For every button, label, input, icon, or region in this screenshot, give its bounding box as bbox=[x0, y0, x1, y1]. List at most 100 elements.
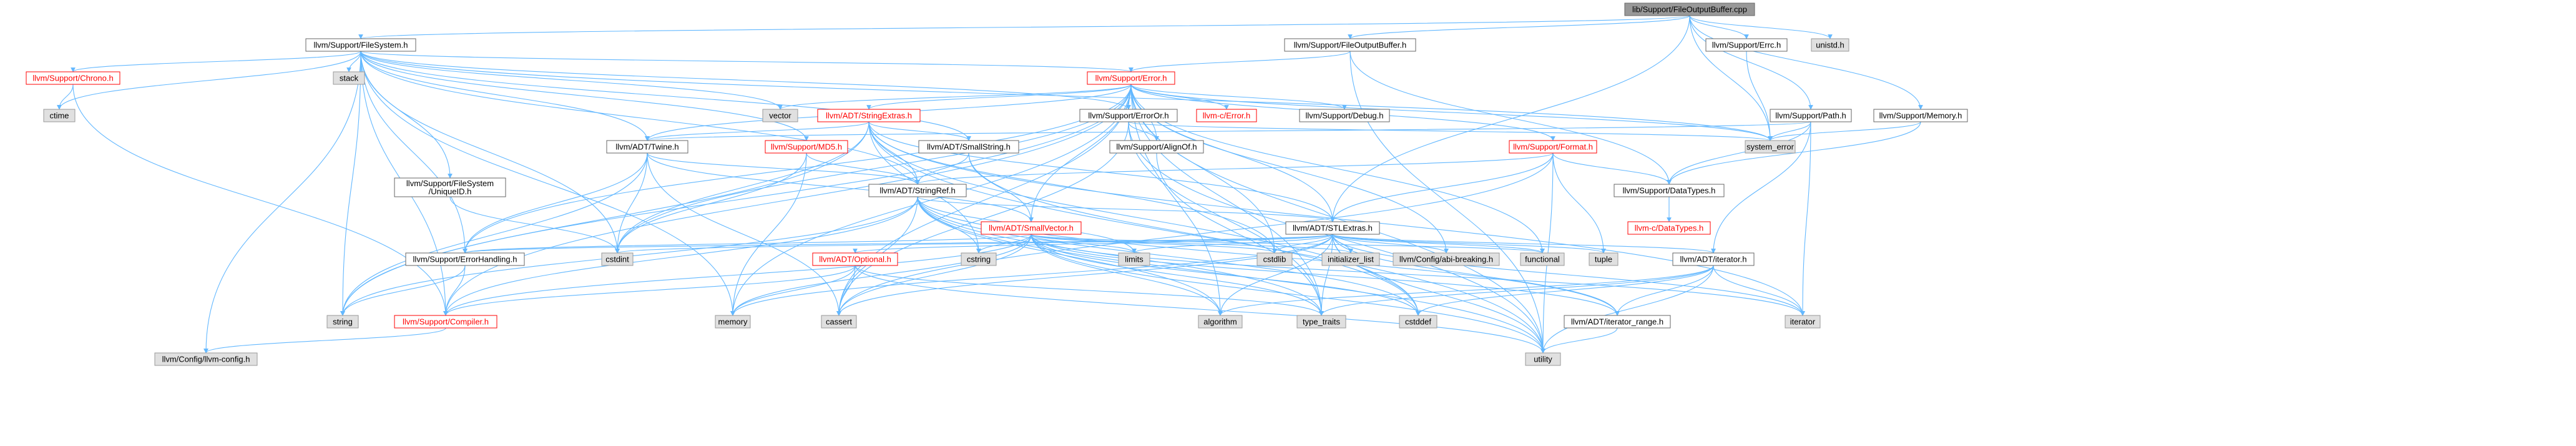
node-cstring[interactable]: cstring bbox=[961, 252, 997, 266]
node-llvm-support-alignof-h[interactable]: llvm/Support/AlignOf.h bbox=[1109, 140, 1204, 154]
node-label: llvm/Support/FileSystem bbox=[406, 179, 494, 188]
node-llvm-adt-stringextras-h[interactable]: llvm/ADT/StringExtras.h bbox=[817, 109, 921, 122]
node-utility[interactable]: utility bbox=[1525, 352, 1561, 366]
node-llvm-adt-iterator-range-h[interactable]: llvm/ADT/iterator_range.h bbox=[1564, 315, 1671, 329]
node-llvm-support-chrono-h[interactable]: llvm/Support/Chrono.h bbox=[26, 71, 120, 85]
node-llvm-support-errc-h[interactable]: llvm/Support/Errc.h bbox=[1705, 38, 1788, 52]
edge-root-to-memory_h bbox=[1689, 15, 1923, 110]
node-box bbox=[26, 71, 120, 85]
node-cstddef[interactable]: cstddef bbox=[1399, 315, 1437, 329]
node-llvm-support-debug-h[interactable]: llvm/Support/Debug.h bbox=[1299, 109, 1390, 122]
node-box bbox=[1614, 184, 1725, 197]
node-llvm-support-filesystem-h[interactable]: llvm/Support/FileSystem.h bbox=[305, 38, 416, 52]
node-llvm-adt-stringref-h[interactable]: llvm/ADT/StringRef.h bbox=[868, 184, 967, 197]
node-label: llvm/ADT/StringExtras.h bbox=[826, 111, 912, 121]
node-string[interactable]: string bbox=[326, 315, 359, 329]
edge-optional-to-memory bbox=[730, 265, 856, 316]
node-label: llvm/Support/Chrono.h bbox=[32, 74, 113, 83]
node-lib-support-fileoutputbuffer-cpp[interactable]: lib/Support/FileOutputBuffer.cpp bbox=[1624, 2, 1755, 16]
node-box bbox=[326, 315, 359, 329]
node-label: unistd.h bbox=[1816, 41, 1844, 50]
node-label: llvm-c/Error.h bbox=[1203, 111, 1251, 121]
node-ctime[interactable]: ctime bbox=[43, 109, 76, 122]
edge-twine-to-stringref bbox=[647, 152, 920, 185]
node-llvm-c-error-h[interactable]: llvm-c/Error.h bbox=[1196, 109, 1257, 122]
edge-optional-to-compiler bbox=[443, 265, 856, 316]
node-cstdlib[interactable]: cstdlib bbox=[1256, 252, 1293, 266]
node-box bbox=[817, 109, 921, 122]
node-box bbox=[1109, 140, 1204, 154]
edge-stlextras-to-cassert bbox=[836, 234, 1333, 316]
node-system-error[interactable]: system_error bbox=[1745, 140, 1796, 154]
node-box bbox=[1284, 38, 1416, 52]
node-box bbox=[601, 252, 634, 266]
node-label: type_traits bbox=[1303, 317, 1340, 327]
node-cstdint[interactable]: cstdint bbox=[601, 252, 634, 266]
edge-format-to-datatypes bbox=[1552, 152, 1672, 185]
node-box bbox=[1705, 38, 1788, 52]
node-llvm-support-format-h[interactable]: llvm/Support/Format.h bbox=[1509, 140, 1597, 154]
node-algorithm[interactable]: algorithm bbox=[1198, 315, 1243, 329]
node-llvm-support-error-h[interactable]: llvm/Support/Error.h bbox=[1087, 71, 1175, 85]
edge-stringref-to-cstddef bbox=[917, 196, 1421, 316]
node-stack[interactable]: stack bbox=[333, 71, 365, 85]
node-box bbox=[1321, 252, 1380, 266]
node-llvm-support-compiler-h[interactable]: llvm/Support/Compiler.h bbox=[394, 315, 497, 329]
node-llvm-support-path-h[interactable]: llvm/Support/Path.h bbox=[1770, 109, 1852, 122]
node-type-traits[interactable]: type_traits bbox=[1296, 315, 1346, 329]
node-box bbox=[1770, 109, 1852, 122]
node-cassert[interactable]: cassert bbox=[821, 315, 857, 329]
edge-memory_h-to-system_error bbox=[1768, 121, 1921, 141]
node-llvm-config-abi-breaking-h[interactable]: llvm/Config/abi-breaking.h bbox=[1393, 252, 1500, 266]
node-memory[interactable]: memory bbox=[715, 315, 751, 329]
edge-stringextras-to-cstdlib bbox=[868, 121, 1277, 254]
edge-stringextras-to-iterator_std bbox=[868, 121, 1805, 316]
node-label: /UniqueID.h bbox=[429, 187, 472, 196]
node-llvm-support-datatypes-h[interactable]: llvm/Support/DataTypes.h bbox=[1614, 184, 1725, 197]
edge-format-to-stringref bbox=[915, 152, 1554, 185]
node-llvm-adt-optional-h[interactable]: llvm/ADT/Optional.h bbox=[812, 252, 898, 266]
node-initializer-list[interactable]: initializer_list bbox=[1321, 252, 1380, 266]
edge-fs-to-memory bbox=[360, 51, 735, 316]
node-label: llvm/Support/Debug.h bbox=[1305, 111, 1383, 121]
node-llvm-config-llvm-config-h[interactable]: llvm/Config/llvm-config.h bbox=[154, 352, 258, 366]
node-llvm-adt-smallstring-h[interactable]: llvm/ADT/SmallString.h bbox=[918, 140, 1019, 154]
node-limits[interactable]: limits bbox=[1118, 252, 1150, 266]
edge-md5-to-cstdint bbox=[615, 152, 807, 254]
edge-fs-to-vector bbox=[360, 51, 783, 110]
node-label: llvm/ADT/SmallVector.h bbox=[989, 224, 1074, 233]
node-vector[interactable]: vector bbox=[762, 109, 798, 122]
node-llvm-support-errorhandling-h[interactable]: llvm/Support/ErrorHandling.h bbox=[405, 252, 525, 266]
edge-stlextras-to-algorithm bbox=[1218, 234, 1333, 316]
node-llvm-support-erroror-h[interactable]: llvm/Support/ErrorOr.h bbox=[1079, 109, 1178, 122]
node-label: cstring bbox=[967, 255, 991, 264]
node-label: cassert bbox=[826, 317, 852, 327]
node-label: llvm/Support/Compiler.h bbox=[403, 317, 489, 327]
node-label: tuple bbox=[1595, 255, 1612, 264]
node-llvm-adt-smallvector-h[interactable]: llvm/ADT/SmallVector.h bbox=[981, 221, 1082, 235]
edge-error-to-compiler bbox=[443, 84, 1132, 316]
node-tuple[interactable]: tuple bbox=[1589, 252, 1619, 266]
node-llvm-adt-twine-h[interactable]: llvm/ADT/Twine.h bbox=[606, 140, 688, 154]
node-llvm-support-fileoutputbuffer-h[interactable]: llvm/Support/FileOutputBuffer.h bbox=[1284, 38, 1416, 52]
node-box bbox=[1079, 109, 1178, 122]
node-llvm-c-datatypes-h[interactable]: llvm-c/DataTypes.h bbox=[1627, 221, 1711, 235]
node-iterator[interactable]: iterator bbox=[1785, 315, 1821, 329]
node-box bbox=[1196, 109, 1257, 122]
edge-compiler-to-llvmconfig bbox=[203, 327, 446, 354]
edge-smallvector-to-cassert bbox=[836, 234, 1032, 316]
node-llvm-support-memory-h[interactable]: llvm/Support/Memory.h bbox=[1873, 109, 1968, 122]
edge-iterator_range-to-utility bbox=[1540, 327, 1618, 354]
edge-stlextras-to-memory bbox=[730, 234, 1333, 316]
node-functional[interactable]: functional bbox=[1520, 252, 1565, 266]
node-box bbox=[606, 140, 688, 154]
edge-iterator-to-utility bbox=[1540, 265, 1714, 354]
edge-fs-to-chrono bbox=[71, 51, 361, 72]
node-label: llvm/Support/ErrorOr.h bbox=[1088, 111, 1168, 121]
node-unistd-h[interactable]: unistd.h bbox=[1811, 38, 1849, 52]
node-llvm-adt-stlextras-h[interactable]: llvm/ADT/STLExtras.h bbox=[1285, 221, 1380, 235]
node-llvm-support-md5-h[interactable]: llvm/Support/MD5.h bbox=[765, 140, 848, 154]
node-llvm-adt-iterator-h[interactable]: llvm/ADT/iterator.h bbox=[1672, 252, 1755, 266]
edge-error-to-type_traits bbox=[1130, 84, 1324, 316]
node-llvm-support-filesystem-uniqueid-h[interactable]: llvm/Support/FileSystem/UniqueID.h bbox=[394, 177, 506, 197]
